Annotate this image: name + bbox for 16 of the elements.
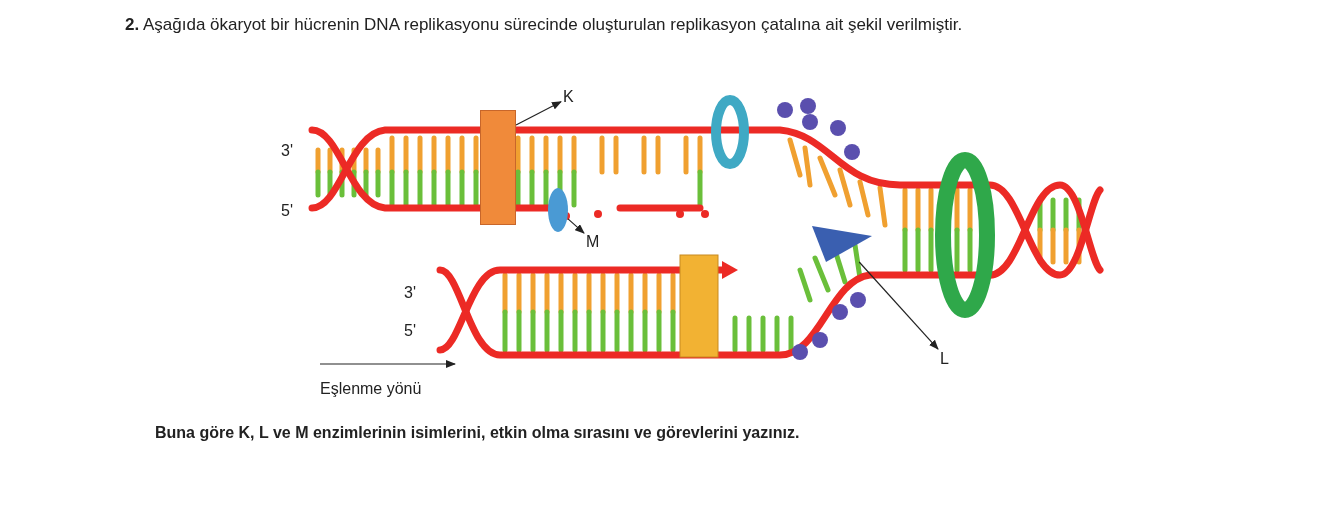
strand-end-label: 3' — [281, 142, 293, 160]
leader-line — [515, 101, 562, 126]
leader-line — [858, 261, 939, 350]
enzyme-blob — [548, 188, 568, 232]
enzyme-triangle — [812, 224, 872, 262]
strand-end-label: 5' — [404, 322, 416, 340]
direction-label: Eşlenme yönü — [320, 380, 422, 398]
question-prompt: Buna göre K, L ve M enzimlerinin isimlerini, etkin olma sırasını ve görevlerini yazınız. — [155, 424, 800, 442]
strand-end-label: 5' — [281, 202, 293, 220]
part-label: K — [563, 88, 574, 106]
leader-line — [567, 218, 585, 234]
strand-end-label: 3' — [404, 284, 416, 302]
part-label: M — [586, 233, 600, 251]
part-label: L — [940, 350, 949, 368]
enzyme-block — [480, 110, 516, 225]
question-text: 2. Aşağıda ökaryot bir hücrenin DNA replikasyonu sürecinde oluşturulan replikasyon çatalına ait şekil verilmiştir. — [125, 16, 963, 34]
